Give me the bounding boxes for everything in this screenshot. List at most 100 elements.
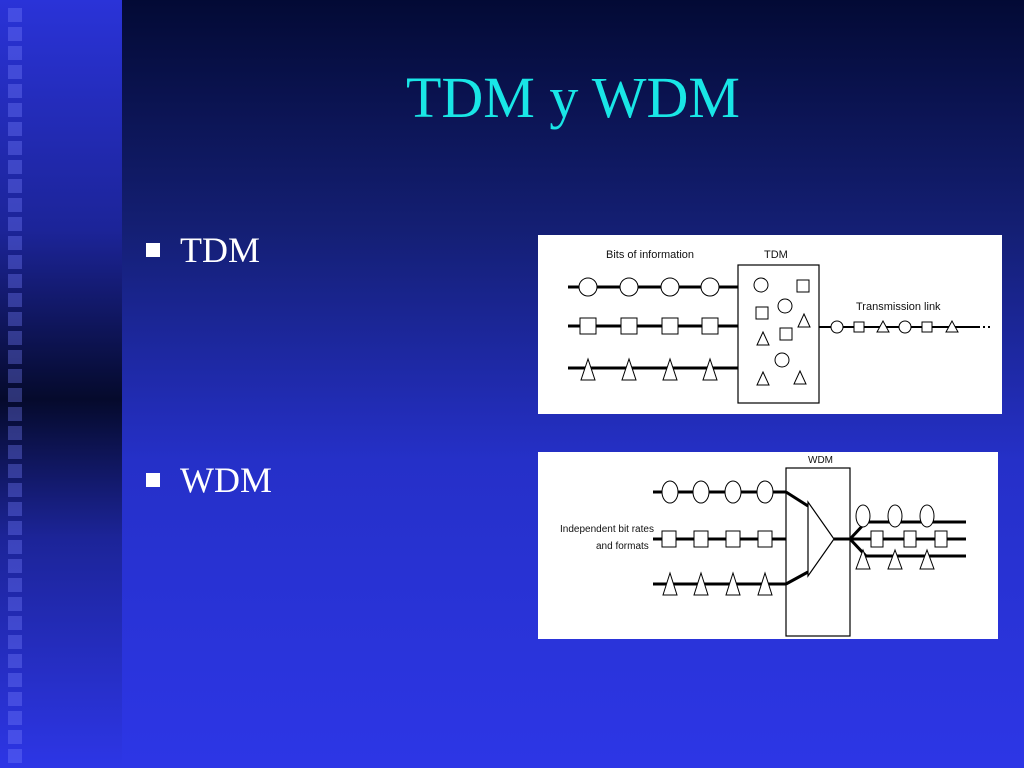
square-bit-icon <box>701 317 719 335</box>
decorative-square <box>8 217 22 231</box>
square-bit-icon <box>757 530 773 548</box>
circle-bit-icon <box>724 480 742 504</box>
decorative-square <box>8 426 22 440</box>
circle-bit-icon <box>855 504 871 528</box>
triangle-bit-icon <box>919 548 935 570</box>
decorative-square <box>8 369 22 383</box>
square-bit-icon <box>796 279 810 293</box>
circle-bit-icon <box>774 352 790 368</box>
triangle-bit-icon <box>756 370 770 386</box>
decorative-square <box>8 597 22 611</box>
triangle-bit-icon <box>756 330 770 346</box>
bullet-item-tdm: TDM <box>146 230 260 270</box>
tdm-mux-label: TDM <box>764 249 788 261</box>
wdm-diagram-svg: WDM Independent bit rates and formats <box>560 455 966 637</box>
square-bit-icon <box>779 327 793 341</box>
decorative-square <box>8 179 22 193</box>
decorative-square <box>8 673 22 687</box>
decorative-square <box>8 65 22 79</box>
slide-title: TDM y WDM <box>405 65 741 130</box>
decorative-square <box>8 502 22 516</box>
triangle-bit-icon <box>876 319 890 333</box>
triangle-bit-icon <box>793 369 807 385</box>
wdm-combiner-triangle-icon <box>807 500 835 578</box>
decorative-square <box>8 388 22 402</box>
tdm-diagram: Bits of information TDM Transmission lin… <box>538 235 1002 414</box>
triangle-bit-icon <box>580 357 596 381</box>
decorative-square <box>8 578 22 592</box>
bullet-item-wdm: WDM <box>146 460 272 500</box>
circle-bit-icon <box>661 480 679 504</box>
circle-bit-icon <box>887 504 903 528</box>
circle-bit-icon <box>692 480 710 504</box>
decorative-square <box>8 274 22 288</box>
decorative-square <box>8 616 22 630</box>
circle-bit-icon <box>919 504 935 528</box>
decorative-square <box>8 730 22 744</box>
decorative-square <box>8 407 22 421</box>
triangle-bit-icon <box>757 571 773 596</box>
side-label-line-1: Independent bit rates <box>560 524 654 535</box>
circle-bit-icon <box>756 480 774 504</box>
decorative-square <box>8 445 22 459</box>
decorative-square <box>8 350 22 364</box>
circle-bit-icon <box>700 277 720 297</box>
decorative-square <box>8 711 22 725</box>
decorative-square <box>8 293 22 307</box>
triangle-bit-icon <box>693 571 709 596</box>
square-bit-icon <box>661 317 679 335</box>
triangle-bit-icon <box>725 571 741 596</box>
decorative-square <box>8 312 22 326</box>
wdm-mux-label: WDM <box>808 455 833 466</box>
decorative-square <box>8 46 22 60</box>
left-decorative-band <box>0 0 122 768</box>
bullet-square-icon <box>146 473 160 487</box>
triangle-bit-icon <box>797 312 811 328</box>
triangle-bit-icon <box>887 548 903 570</box>
triangle-bit-icon <box>662 357 678 381</box>
square-bit-icon <box>755 306 769 320</box>
square-bit-icon <box>620 317 638 335</box>
decorative-square-column <box>8 8 26 763</box>
circle-bit-icon <box>898 320 912 334</box>
decorative-square <box>8 464 22 478</box>
decorative-square <box>8 122 22 136</box>
decorative-square <box>8 141 22 155</box>
circle-bit-icon <box>619 277 639 297</box>
wdm-converging-line <box>785 570 809 586</box>
decorative-square <box>8 483 22 497</box>
bullet-label: TDM <box>180 230 260 270</box>
circle-bit-icon <box>830 320 844 334</box>
square-bit-icon <box>853 321 865 333</box>
circle-bit-icon <box>777 298 793 314</box>
square-bit-icon <box>693 530 709 548</box>
side-label-line-2: and formats <box>596 541 649 552</box>
square-bit-icon <box>921 321 933 333</box>
decorative-square <box>8 559 22 573</box>
decorative-square <box>8 84 22 98</box>
decorative-square <box>8 521 22 535</box>
triangle-bit-icon <box>702 357 718 381</box>
square-bit-icon <box>870 530 884 548</box>
transmission-link-label: Transmission link <box>856 301 941 313</box>
decorative-square <box>8 160 22 174</box>
bits-of-information-label: Bits of information <box>606 249 694 261</box>
triangle-bit-icon <box>621 357 637 381</box>
decorative-square <box>8 8 22 22</box>
square-bit-icon <box>903 530 917 548</box>
decorative-square <box>8 198 22 212</box>
square-bit-icon <box>725 530 741 548</box>
triangle-bit-icon <box>945 319 959 333</box>
decorative-square <box>8 654 22 668</box>
bullet-label: WDM <box>180 460 272 500</box>
square-bit-icon <box>661 530 677 548</box>
decorative-square <box>8 331 22 345</box>
decorative-square <box>8 27 22 41</box>
circle-bit-icon <box>578 277 598 297</box>
decorative-square <box>8 236 22 250</box>
decorative-square <box>8 255 22 269</box>
triangle-bit-icon <box>855 548 871 570</box>
decorative-square <box>8 103 22 117</box>
decorative-square <box>8 635 22 649</box>
bullet-square-icon <box>146 243 160 257</box>
